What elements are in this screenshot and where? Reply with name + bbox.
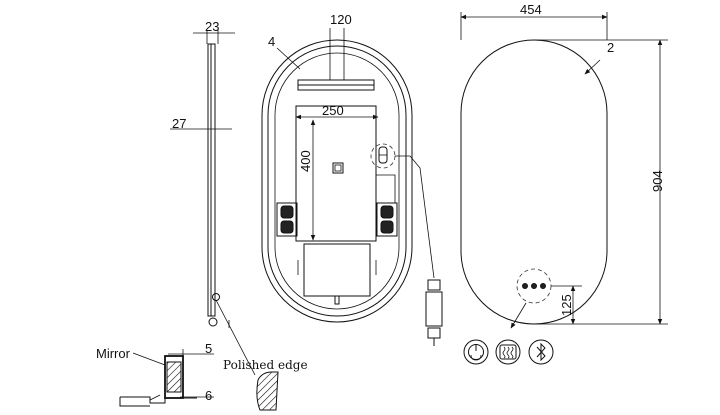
switch-dot-1 [522, 283, 528, 289]
dim-125: 125 [559, 294, 574, 316]
sensor-detail-circle [370, 143, 396, 169]
defogger-icon [495, 339, 521, 365]
dim-120: 120 [330, 12, 352, 27]
frame-ref-2: 2 [607, 40, 614, 55]
cable-connector [425, 279, 443, 346]
power-box [303, 243, 371, 297]
side-view: 23 27 Mirror 5 6 Polished edge [96, 19, 308, 411]
dim-904: 904 [650, 170, 665, 192]
dim-23: 23 [205, 19, 219, 34]
power-touch-icon [463, 339, 489, 365]
back-frame-outer [261, 39, 413, 323]
back-frame-inner [267, 45, 407, 317]
sensor-square [332, 162, 344, 174]
switch-dot-2 [531, 283, 537, 289]
switch-dot-3 [540, 283, 546, 289]
dim-6: 6 [205, 388, 212, 403]
dim-454: 454 [520, 2, 542, 17]
speaker-right [376, 202, 398, 237]
bluetooth-icon [528, 339, 554, 365]
polished-edge-profile [256, 371, 279, 411]
dim-250: 250 [322, 103, 344, 118]
dim-400: 400 [298, 150, 313, 172]
dim-27: 27 [172, 116, 186, 131]
dim-5: 5 [205, 341, 212, 356]
speaker-left [276, 202, 298, 237]
front-mirror-outline [460, 39, 608, 325]
polished-edge-label: Polished edge [223, 358, 308, 372]
frame-ref-4: 4 [268, 34, 275, 49]
mirror-label: Mirror [96, 346, 131, 361]
front-view: 454 904 2 125 [460, 2, 668, 365]
back-view: 4 120 250 400 [261, 12, 443, 346]
